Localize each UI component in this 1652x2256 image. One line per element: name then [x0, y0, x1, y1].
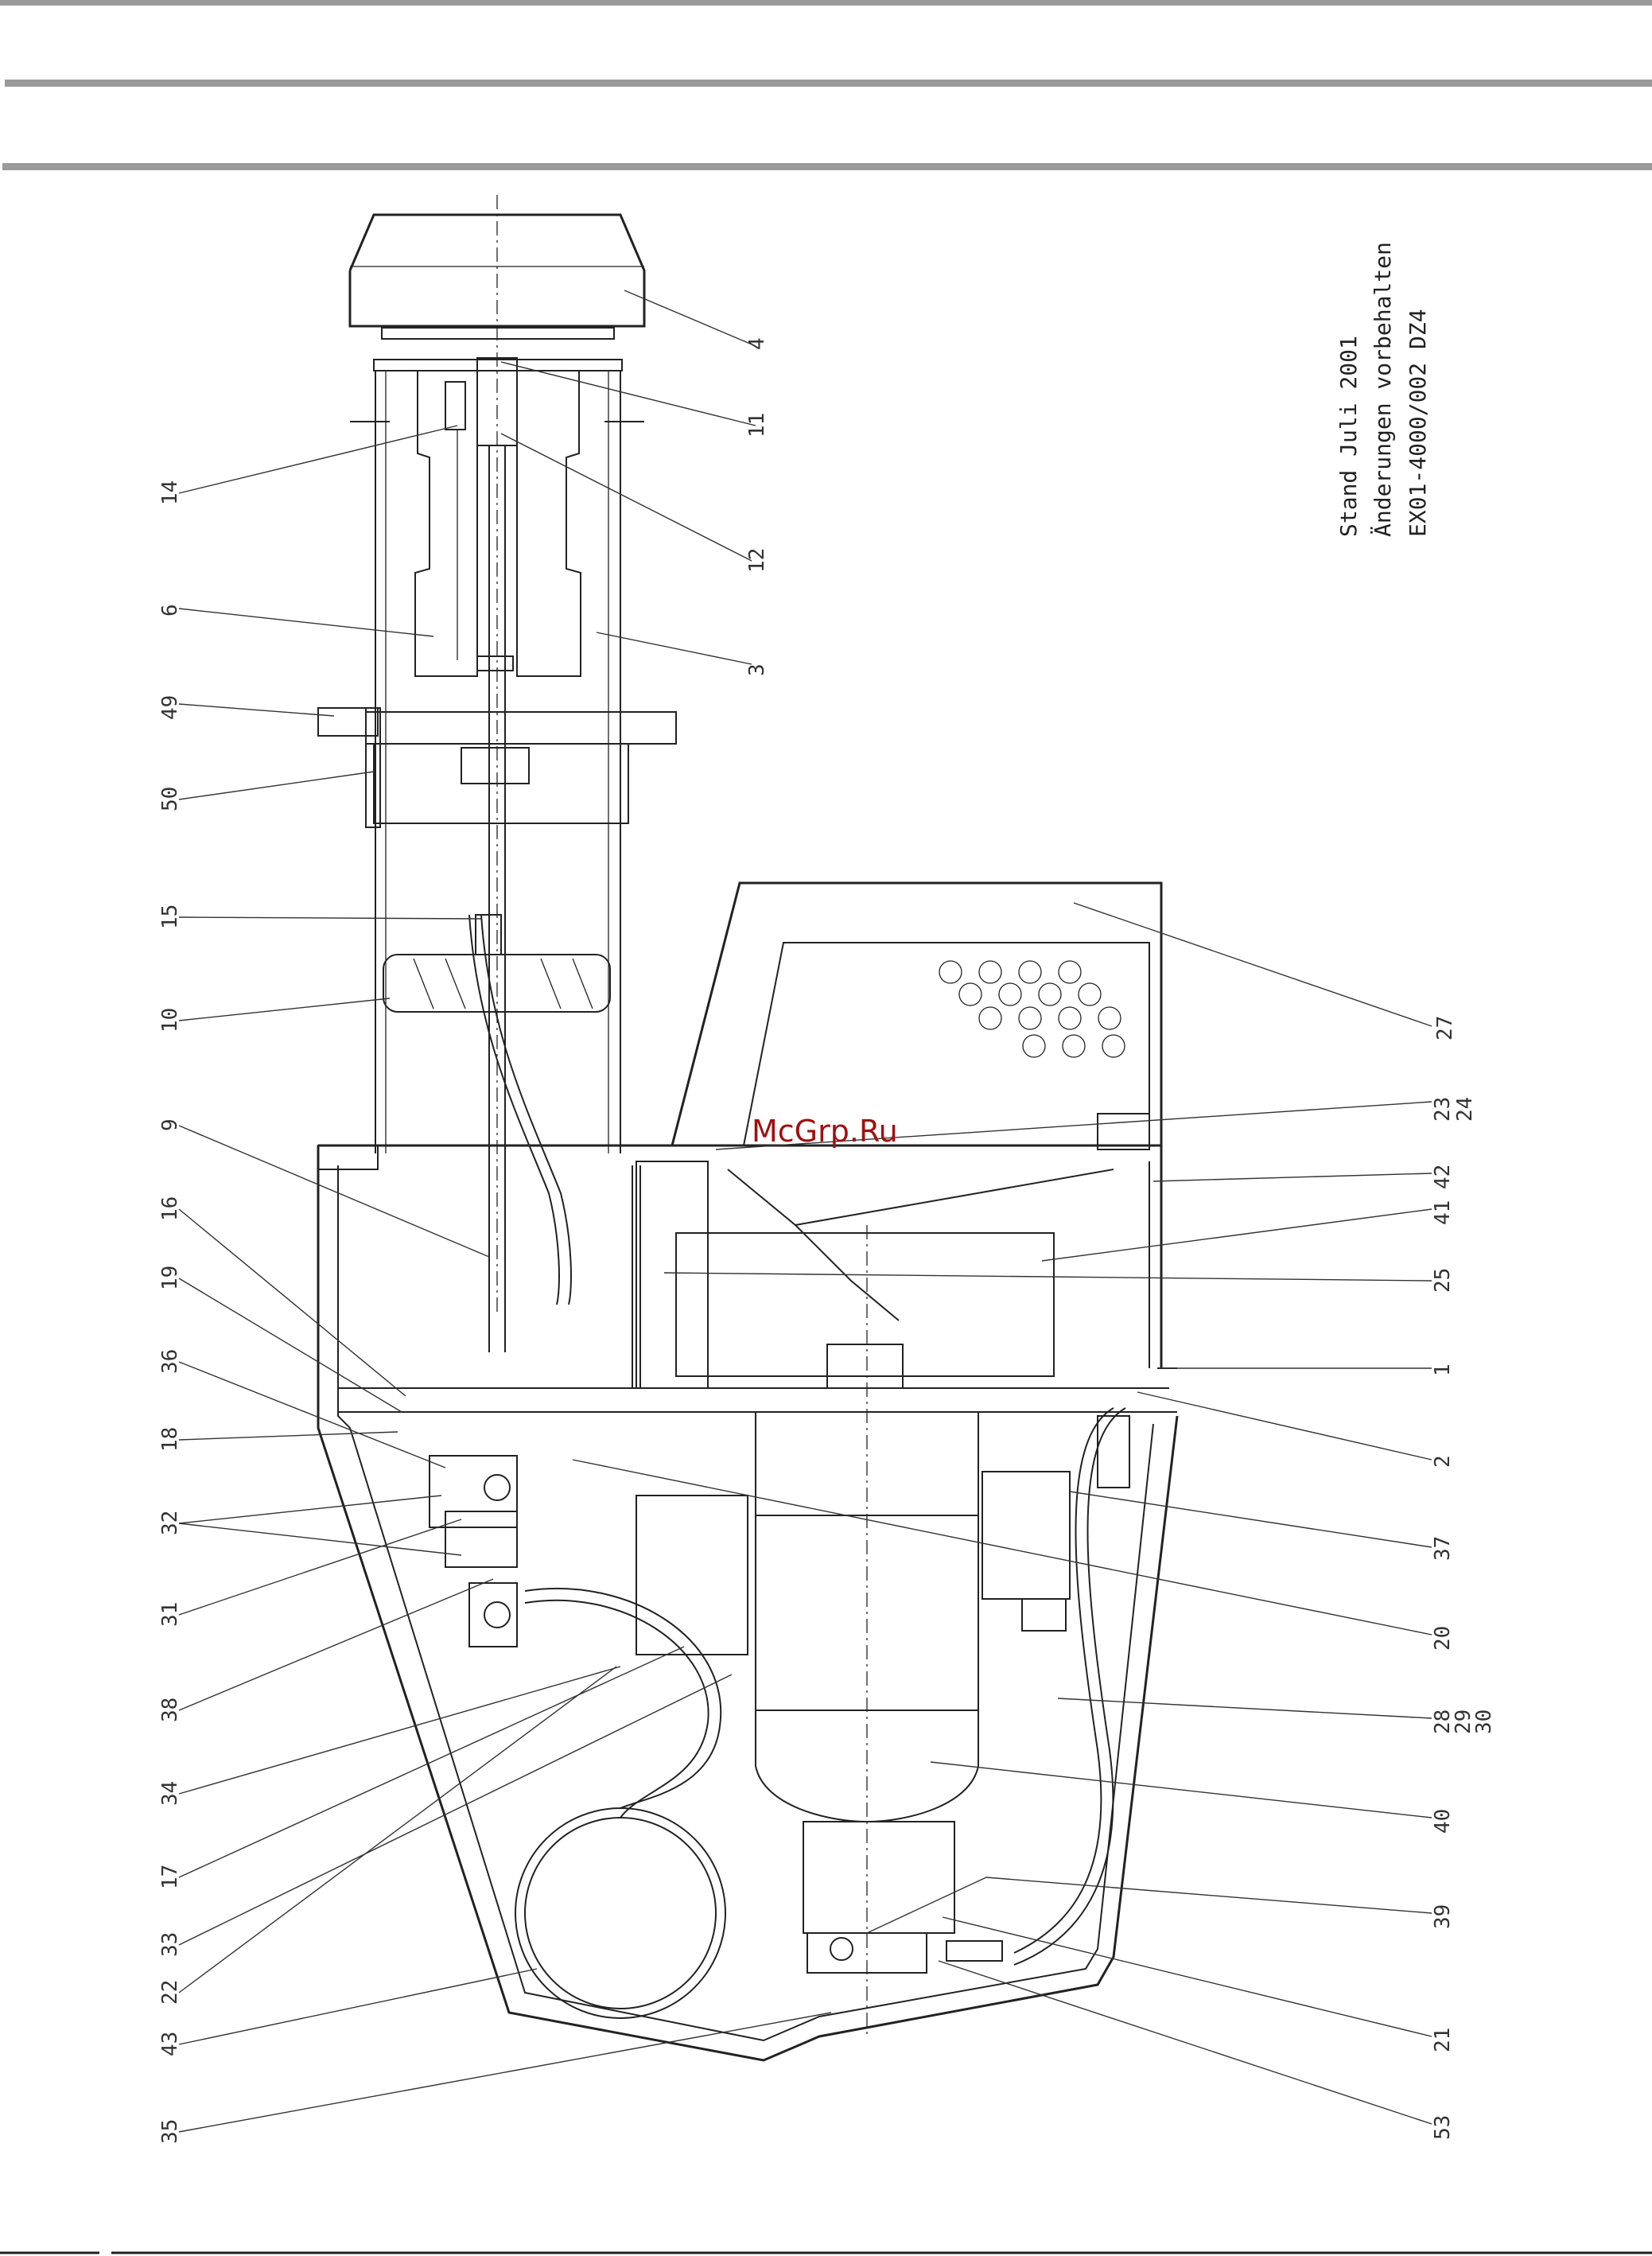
callout-36: 36: [158, 1349, 182, 1374]
callout-50: 50: [158, 787, 182, 811]
callout-34: 34: [158, 1781, 182, 1806]
callout-23: 23: [1431, 1097, 1455, 1122]
revision-stamp: Stand Juli 2001 Änderungen vorbehalten E…: [1335, 242, 1431, 537]
callout-14: 14: [158, 480, 182, 505]
callout-4: 4: [745, 337, 769, 350]
callout-49: 49: [158, 695, 182, 720]
callout-31: 31: [158, 1602, 182, 1627]
motor: [756, 1225, 1129, 2036]
callout-41: 41: [1431, 1200, 1455, 1225]
callout-37: 37: [1431, 1536, 1455, 1561]
callout-19: 19: [158, 1266, 182, 1290]
callout-35: 35: [158, 2119, 182, 2144]
stamp-line-3: EX01-4000/002 DZ4: [1405, 309, 1431, 537]
callout-43: 43: [158, 2032, 182, 2056]
callout-16: 16: [158, 1196, 182, 1221]
callout-53: 53: [1431, 2115, 1455, 2140]
blast-tube: [318, 195, 676, 1352]
callouts-left: 14 6 49 50 15 10 9 16 19 36 18 32 31 38 …: [158, 480, 182, 2144]
callout-38: 38: [158, 1698, 182, 1722]
callout-18: 18: [158, 1427, 182, 1452]
callout-25: 25: [1431, 1268, 1455, 1293]
callout-11: 11: [745, 413, 769, 438]
oil-hose-coil: [515, 1408, 1125, 2018]
watermark: McGrp.Ru: [752, 1114, 898, 1149]
callout-3: 3: [745, 663, 769, 676]
callout-1: 1: [1431, 1363, 1455, 1376]
callout-32: 32: [158, 1511, 182, 1535]
air-intake-hood: [672, 883, 1161, 1149]
callout-15: 15: [158, 904, 182, 929]
stamp-line-1: Stand Juli 2001: [1335, 336, 1362, 537]
callout-39: 39: [1431, 1904, 1455, 1929]
callout-42: 42: [1431, 1165, 1455, 1189]
callout-20: 20: [1431, 1626, 1455, 1651]
callout-21: 21: [1431, 2028, 1455, 2052]
callout-17: 17: [158, 1865, 182, 1889]
callout-22: 22: [158, 1980, 182, 2005]
fuel-pump: [803, 1822, 1002, 1973]
callout-30: 30: [1472, 1710, 1496, 1734]
callout-6: 6: [158, 604, 182, 617]
callouts-right: 4 11 12 3 27 23 24 42 41 25 1 2 37 20 28…: [745, 337, 1496, 2140]
callout-10: 10: [158, 1008, 182, 1033]
callout-9: 9: [158, 1118, 182, 1131]
callout-12: 12: [745, 548, 769, 573]
callout-33: 33: [158, 1932, 182, 1957]
stamp-line-2: Änderungen vorbehalten: [1370, 242, 1396, 537]
callout-2: 2: [1431, 1455, 1455, 1468]
callout-24: 24: [1453, 1097, 1477, 1122]
callout-27: 27: [1433, 1016, 1457, 1040]
callout-40: 40: [1431, 1809, 1455, 1834]
